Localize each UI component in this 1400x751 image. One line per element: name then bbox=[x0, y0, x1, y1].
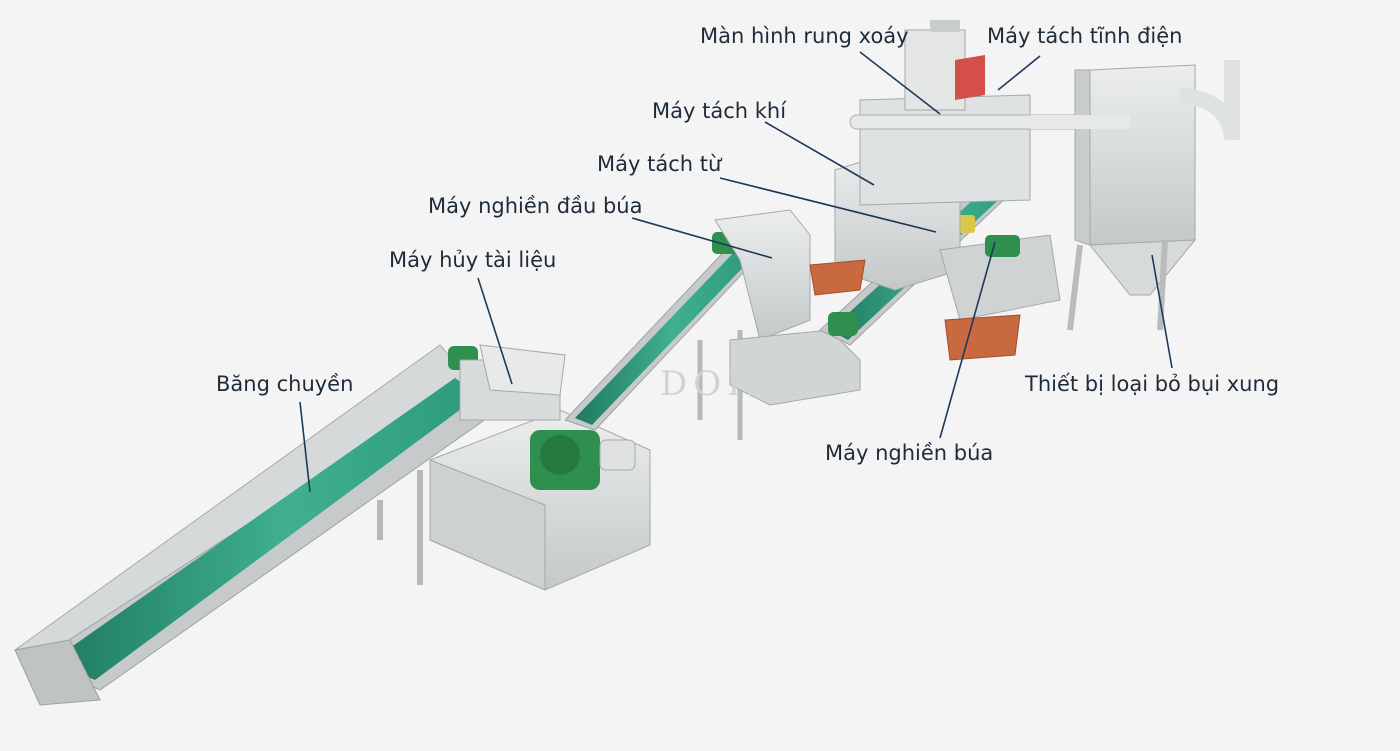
label-vortex-screen: Màn hình rung xoáy bbox=[700, 24, 909, 48]
leader-conveyor bbox=[299, 401, 311, 493]
leader-dust-remover bbox=[1151, 254, 1173, 369]
leader-air-separator bbox=[764, 121, 875, 186]
main-conveyor bbox=[14, 344, 522, 706]
leader-lines bbox=[299, 51, 1173, 493]
leader-hammer-crusher bbox=[939, 241, 996, 439]
leader-vortex-screen bbox=[859, 51, 941, 115]
leader-magnetic-separator bbox=[719, 177, 937, 233]
label-conveyor: Băng chuyền bbox=[216, 372, 354, 396]
collection-bin-left bbox=[809, 259, 866, 296]
label-hammer-crusher: Máy nghiền búa bbox=[825, 441, 994, 465]
collection-bin-right bbox=[944, 314, 1021, 361]
label-air-separator: Máy tách khí bbox=[652, 99, 787, 123]
label-electrostatic-separator: Máy tách tĩnh điện bbox=[987, 24, 1183, 48]
second-conveyor bbox=[564, 232, 761, 440]
pulse-dust-remover-machine bbox=[1030, 60, 1240, 331]
leader-hammer-head-crusher bbox=[631, 217, 773, 259]
air-separator-machine bbox=[834, 20, 1131, 291]
shredder-machine bbox=[429, 344, 651, 591]
watermark-text: DOING bbox=[660, 364, 815, 404]
label-magnetic-separator: Máy tách từ bbox=[597, 152, 722, 176]
hammer-head-crusher-machine bbox=[714, 209, 861, 406]
hammer-crusher-machine bbox=[939, 234, 1061, 321]
leader-electrostatic bbox=[997, 55, 1041, 91]
label-shredder: Máy hủy tài liệu bbox=[389, 248, 557, 272]
label-pulse-dust-remover: Thiết bị loại bỏ bụi xung bbox=[1025, 372, 1280, 396]
leader-shredder bbox=[477, 277, 513, 385]
label-hammer-head-crusher: Máy nghiền đầu búa bbox=[428, 194, 643, 218]
